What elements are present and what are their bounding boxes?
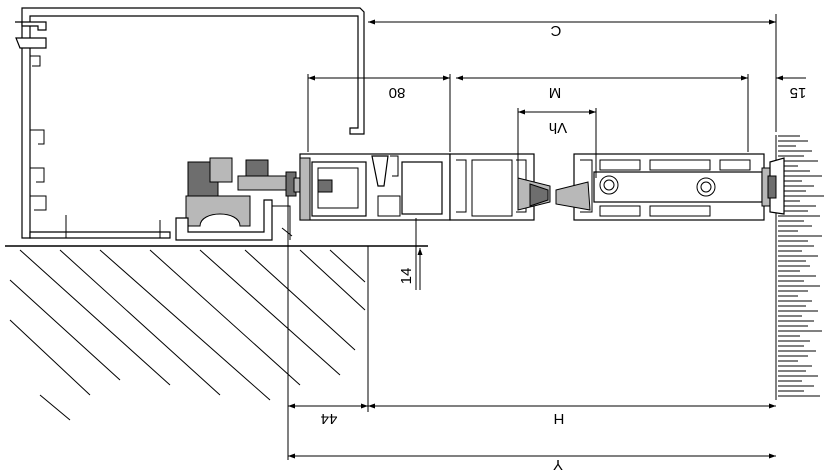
dimension-vh-label: Vh [549,119,567,136]
door-profile-middle [449,153,551,221]
dimension-c-label: C [550,22,561,39]
floor-section [5,245,428,421]
dimension-lines [288,19,806,459]
dimension-m-label: M [549,84,562,101]
anchor-bracket [175,157,303,241]
door-profile-left [299,153,451,221]
frame-profile [15,7,365,239]
floor-hatching [9,249,366,421]
dimension-15-label: 15 [790,84,807,101]
dimension-44-label: 44 [321,410,338,427]
extension-lines [287,14,777,460]
door-profile-right [555,153,785,221]
dimension-14-label: 14 [398,268,415,285]
dimension-80-label: 80 [389,84,406,101]
dimension-h-label: H [554,410,565,427]
dimension-y-label: Y [553,456,563,470]
